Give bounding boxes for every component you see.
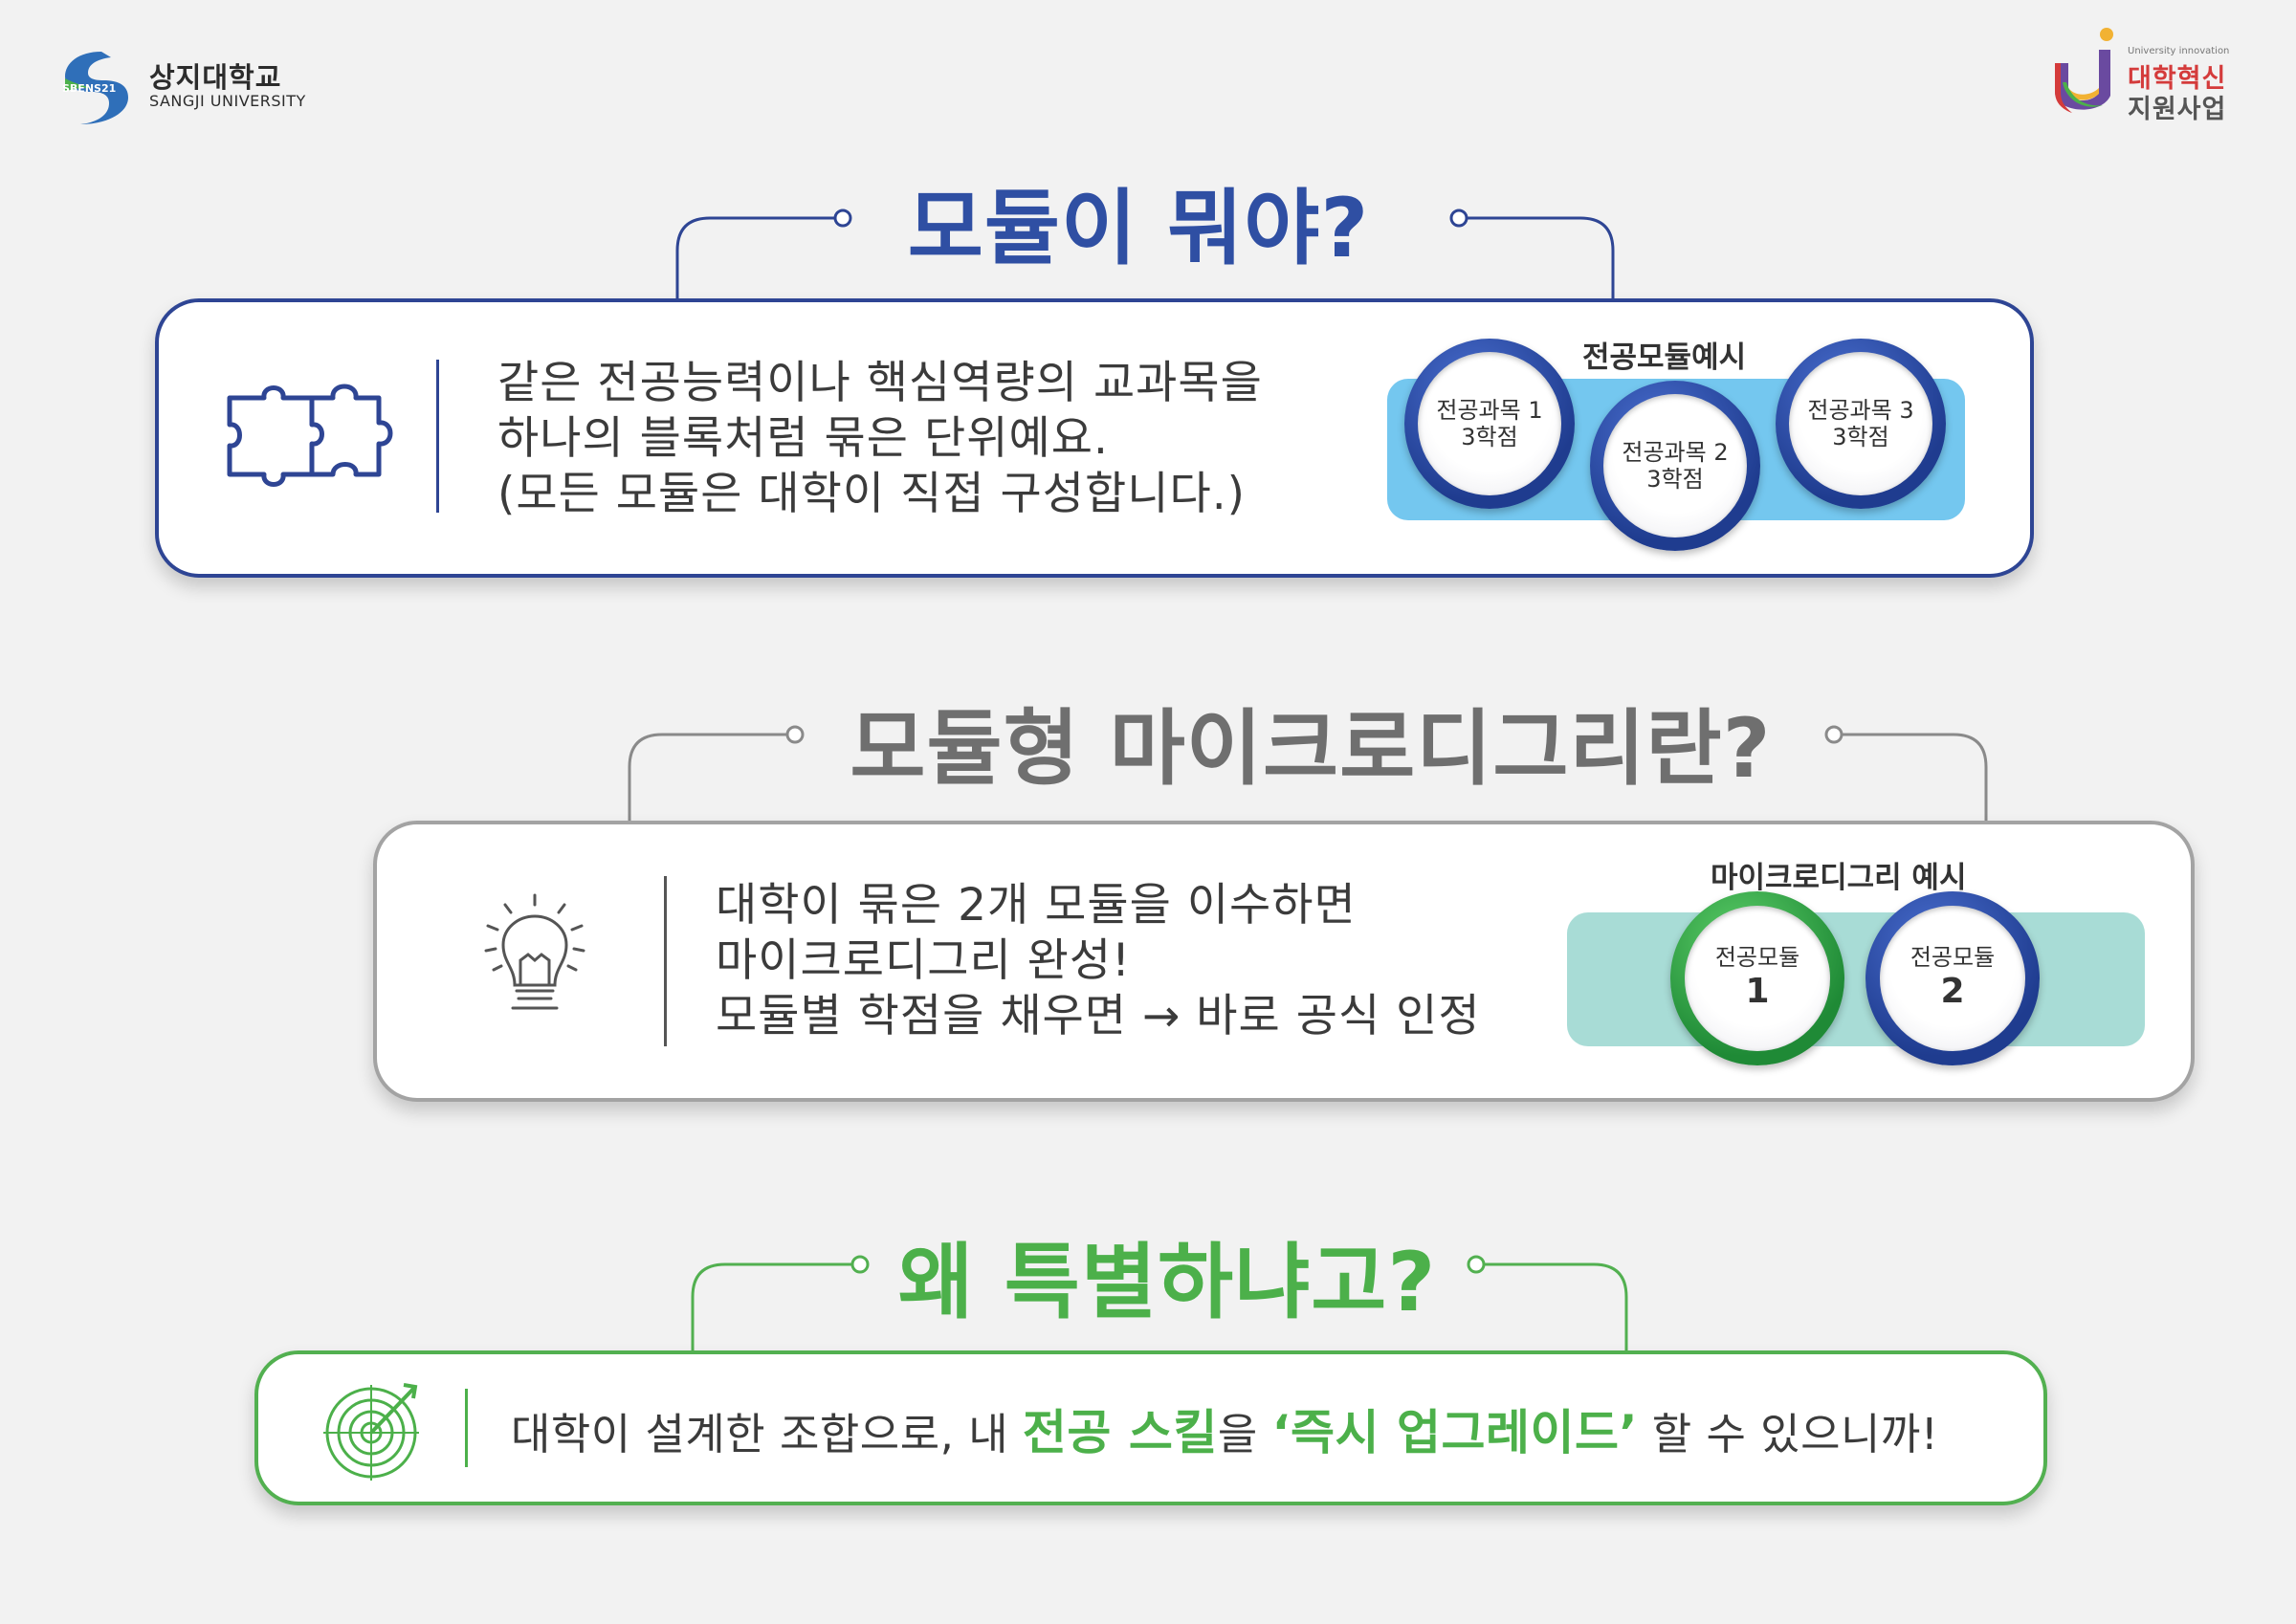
course-name: 전공과목 3 <box>1807 397 1914 424</box>
course-credit: 3학점 <box>1646 466 1704 493</box>
section2-divider <box>664 876 667 1046</box>
section3-divider <box>465 1389 468 1467</box>
section3-highlight-upgrade: ‘즉시 업그레이드’ <box>1271 1405 1638 1460</box>
section3-card <box>254 1350 2047 1505</box>
module-badge-2: 전공모듈 2 <box>1866 891 2040 1065</box>
course-badge-1: 전공과목 1 3학점 <box>1404 339 1575 509</box>
section1-title: 모듈이 뭐야? <box>907 181 1370 276</box>
section3-text-before: 대학이 설계한 조합으로, 내 <box>511 1409 1023 1459</box>
program-u-mark-icon <box>2055 28 2113 113</box>
section2-title: 모듈형 마이크로디그리란? <box>850 701 1772 797</box>
university-name-en: SANGJI UNIVERSITY <box>149 92 306 110</box>
section2-example-label: 마이크로디그리 예시 <box>1711 861 1967 895</box>
program-name-line1: 대학혁신 <box>2128 64 2227 94</box>
course-credit: 3학점 <box>1832 424 1889 450</box>
section1-body-line: (모든 모듈은 대학이 직접 구성합니다.) <box>497 468 1246 520</box>
university-emblem-icon: SBENS21 <box>62 52 128 124</box>
university-name-ko: 상지대학교 <box>149 61 282 94</box>
section2-body: 대학이 묶은 2개 모듈을 이수하면 마이크로디그리 완성! 모듈별 학점을 채… <box>716 878 1481 1044</box>
section1-example-label: 전공모듈예시 <box>1582 340 1747 375</box>
section2-card: 대학이 묶은 2개 모듈을 이수하면 마이크로디그리 완성! 모듈별 학점을 채… <box>373 821 2195 1102</box>
section2-body-line: 대학이 묶은 2개 모듈을 이수하면 <box>716 879 1357 932</box>
module-name: 전공모듈 <box>1910 944 1996 971</box>
section2-example-bar <box>1567 912 2145 1046</box>
section1-body-line: 하나의 블록처럼 묶은 단위예요. <box>497 412 1109 465</box>
section3-sentence: 대학이 설계한 조합으로, 내 전공 스킬을 ‘즉시 업그레이드’ 할 수 있으… <box>511 1394 1938 1463</box>
section1-body: 같은 전공능력이나 핵심역량의 교과목을 하나의 블록처럼 묶은 단위예요. (… <box>497 356 1263 522</box>
module-number: 1 <box>1745 972 1770 1011</box>
course-name: 전공과목 2 <box>1622 439 1729 466</box>
university-emblem-text: SBENS21 <box>62 82 116 95</box>
target-icon <box>323 1383 419 1481</box>
puzzle-icon <box>227 384 393 487</box>
course-name: 전공과목 1 <box>1436 397 1543 424</box>
section3-title: 왜 특별하냐고? <box>897 1235 1437 1330</box>
module-name: 전공모듈 <box>1714 944 1800 971</box>
section3-text-after: 할 수 있으니까! <box>1637 1409 1939 1459</box>
lightbulb-icon <box>484 893 585 1010</box>
program-tagline: University innovation <box>2128 46 2230 56</box>
program-logo[interactable]: University innovation 대학혁신 지원사업 <box>2047 25 2258 130</box>
module-badge-1: 전공모듈 1 <box>1670 891 1844 1065</box>
section2-body-line: 모듈별 학점을 채우면 → 바로 공식 인정 <box>716 990 1481 1042</box>
program-name-line2: 지원사업 <box>2128 95 2227 124</box>
section1-body-line: 같은 전공능력이나 핵심역량의 교과목을 <box>497 357 1263 409</box>
section1-divider <box>436 360 439 513</box>
module-number: 2 <box>1940 972 1965 1011</box>
course-credit: 3학점 <box>1461 424 1518 450</box>
section1-card: 같은 전공능력이나 핵심역량의 교과목을 하나의 블록처럼 묶은 단위예요. (… <box>155 298 2034 578</box>
section3-text-middle: 을 <box>1217 1409 1272 1459</box>
course-badge-2: 전공과목 2 3학점 <box>1590 381 1760 551</box>
course-badge-3: 전공과목 3 3학점 <box>1776 339 1946 509</box>
section3-highlight-skill: 전공 스킬 <box>1022 1405 1218 1460</box>
university-logo[interactable]: SBENS21 상지대학교 SANGJI UNIVERSITY <box>59 50 308 126</box>
section2-body-line: 마이크로디그리 완성! <box>716 934 1131 987</box>
